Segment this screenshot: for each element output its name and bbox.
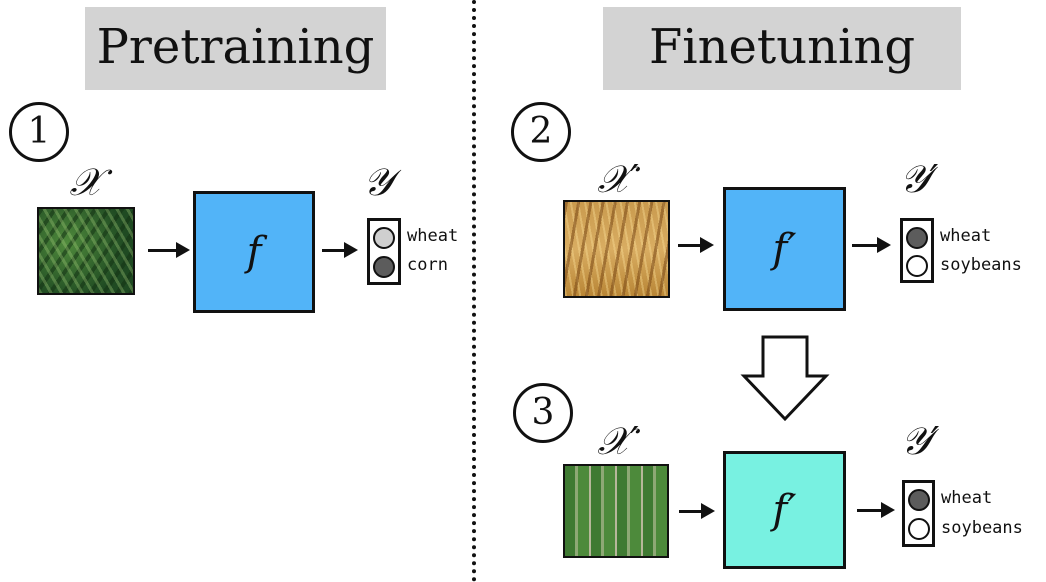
transition-down-arrow bbox=[740, 335, 830, 422]
output-2-wheat-indicator bbox=[906, 227, 928, 249]
corn-field-image bbox=[37, 207, 135, 295]
arrow-2b-head bbox=[877, 237, 891, 253]
arrow-3a-shaft bbox=[679, 510, 703, 513]
class-label-1-corn: corn bbox=[407, 255, 448, 275]
model-f-box: f bbox=[193, 191, 315, 313]
input-set-label-x-prime-2: 𝒳′ bbox=[597, 157, 639, 201]
model-f-prime-box-final: f′ bbox=[723, 451, 846, 569]
class-label-2-wheat: wheat bbox=[940, 226, 992, 246]
step-3-number: 3 bbox=[531, 392, 555, 433]
arrow-3a-head bbox=[701, 503, 715, 519]
section-divider bbox=[472, 0, 476, 582]
class-label-3-soybeans: soybeans bbox=[941, 518, 1023, 538]
step-1-marker: 1 bbox=[9, 102, 69, 162]
arrow-2a-shaft bbox=[678, 244, 702, 247]
class-label-2-soybeans: soybeans bbox=[940, 255, 1022, 275]
model-f-prime-label-final: f′ bbox=[772, 487, 797, 533]
output-set-label-y: 𝒴 bbox=[363, 160, 393, 204]
finetuning-title: Finetuning bbox=[648, 19, 916, 75]
arrow-1b-head bbox=[344, 242, 358, 258]
step-2-marker: 2 bbox=[511, 102, 571, 162]
step-2-number: 2 bbox=[529, 111, 553, 152]
output-2-soybeans-indicator bbox=[906, 255, 928, 277]
output-box-1 bbox=[367, 218, 401, 285]
output-set-label-y-prime-3: 𝒴′ bbox=[900, 419, 940, 463]
class-label-1-wheat: wheat bbox=[407, 226, 459, 246]
output-3-soybeans-indicator bbox=[908, 518, 930, 540]
output-1-wheat-indicator bbox=[373, 227, 395, 249]
model-f-label: f bbox=[246, 229, 262, 275]
input-set-label-x-prime-3: 𝒳′ bbox=[597, 419, 639, 463]
input-set-label-x: 𝒳 bbox=[69, 160, 103, 204]
wheat-field-image bbox=[563, 200, 670, 298]
arrow-3b-shaft bbox=[857, 509, 883, 512]
arrow-1b-shaft bbox=[322, 249, 346, 252]
step-1-number: 1 bbox=[27, 111, 51, 152]
aerial-crop-image bbox=[563, 464, 669, 558]
output-box-2 bbox=[900, 218, 934, 283]
arrow-1a-head bbox=[176, 242, 190, 258]
finetuning-header: Finetuning bbox=[603, 7, 961, 90]
model-f-prime-label-initial: f′ bbox=[772, 226, 797, 272]
output-1-corn-indicator bbox=[373, 256, 395, 278]
arrow-3b-head bbox=[881, 502, 895, 518]
class-label-3-wheat: wheat bbox=[941, 488, 993, 508]
step-3-marker: 3 bbox=[513, 383, 573, 443]
arrow-1a-shaft bbox=[148, 249, 178, 252]
output-box-3 bbox=[902, 480, 935, 547]
output-set-label-y-prime-2: 𝒴′ bbox=[899, 157, 939, 201]
pretraining-header: Pretraining bbox=[85, 7, 386, 90]
output-3-wheat-indicator bbox=[908, 489, 930, 511]
arrow-2b-shaft bbox=[852, 244, 879, 247]
model-f-prime-box-initial: f′ bbox=[723, 187, 846, 311]
pretraining-title: Pretraining bbox=[96, 19, 375, 75]
arrow-2a-head bbox=[700, 237, 714, 253]
